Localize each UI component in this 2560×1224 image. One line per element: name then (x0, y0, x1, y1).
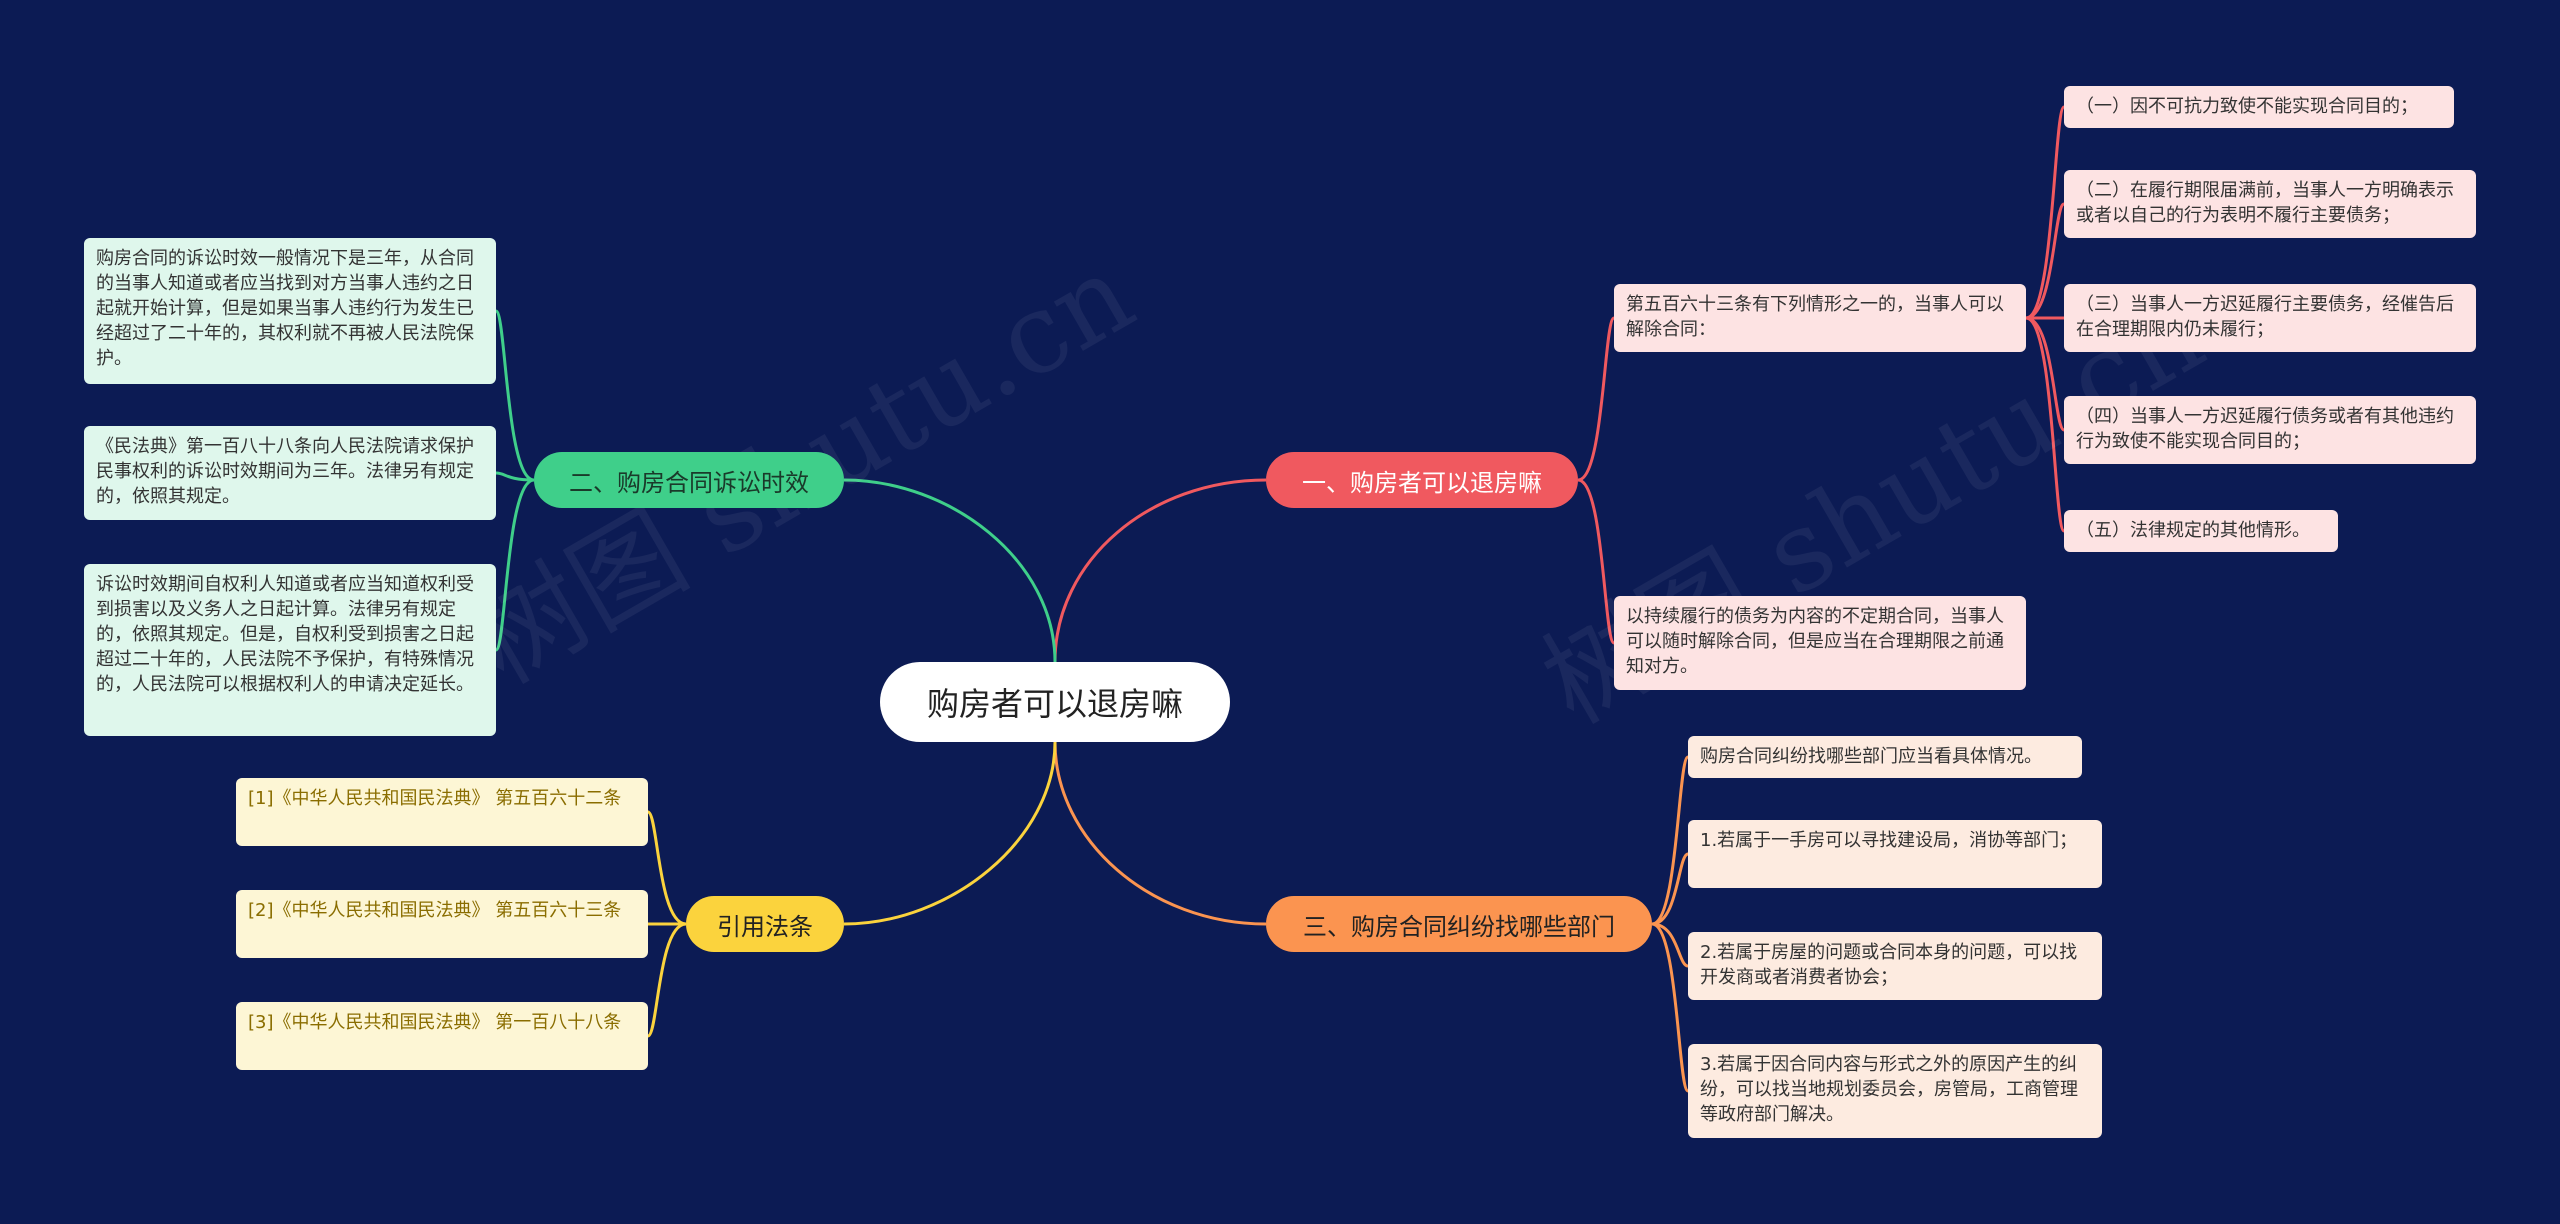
connector-root-branch3 (1053, 741, 1267, 926)
leaf-article-563-item-3[interactable]: （三）当事人一方迟延履行主要债务，经催告后在合理期限内仍未履行； (2064, 284, 2476, 352)
connector-branch1-leaf-1 (1577, 316, 1616, 482)
branch-topic-citations[interactable]: 引用法条 (686, 896, 844, 952)
connector-article563-item-2 (2025, 202, 2066, 320)
connector-article563-item-4 (2025, 316, 2066, 432)
connector-branch1-leaf-2 (1577, 478, 1616, 645)
leaf-article-563-item-1[interactable]: （一）因不可抗力致使不能实现合同目的； (2064, 86, 2454, 128)
branch-topic-departments[interactable]: 三、购房合同纠纷找哪些部门 (1266, 896, 1652, 952)
leaf-department-1[interactable]: 1.若属于一手房可以寻找建设局，消协等部门； (1688, 820, 2102, 888)
connector-branch4-leaf-1 (646, 810, 687, 926)
branch-topic-return-house[interactable]: 一、购房者可以退房嘛 (1266, 452, 1578, 508)
leaf-article-563-item-2[interactable]: （二）在履行期限届满前，当事人一方明确表示或者以自己的行为表明不履行主要债务； (2064, 170, 2476, 238)
connector-branch3-leaf-1 (1651, 755, 1690, 926)
root-topic[interactable]: 购房者可以退房嘛 (880, 662, 1230, 742)
connector-branch2-leaf-2 (495, 471, 535, 482)
leaf-department-3[interactable]: 3.若属于因合同内容与形式之外的原因产生的纠纷，可以找当地规划委员会，房管局，工… (1688, 1044, 2102, 1138)
leaf-limitation-3[interactable]: 诉讼时效期间自权利人知道或者应当知道权利受到损害以及义务人之日起计算。法律另有规… (84, 564, 496, 736)
connector-branch3-leaf-2 (1651, 852, 1689, 926)
connector-article563-item-5 (2025, 316, 2066, 533)
connector-root-branch4 (843, 741, 1057, 926)
leaf-article-563-item-4[interactable]: （四）当事人一方迟延履行债务或者有其他违约行为致使不能实现合同目的； (2064, 396, 2476, 464)
leaf-article-563[interactable]: 第五百六十三条有下列情形之一的，当事人可以解除合同： (1614, 284, 2026, 352)
connector-article563-item-1 (2025, 105, 2066, 320)
leaf-limitation-2[interactable]: 《民法典》第一百八十八条向人民法院请求保护民事权利的诉讼时效期间为三年。法律另有… (84, 426, 496, 520)
connector-root-branch2 (843, 478, 1057, 663)
connector-branch3-leaf-4 (1651, 922, 1690, 1093)
citation-2[interactable]: [2]《中华人民共和国民法典》 第五百六十三条 (236, 890, 648, 958)
citation-3[interactable]: [3]《中华人民共和国民法典》 第一百八十八条 (236, 1002, 648, 1070)
leaf-department-2[interactable]: 2.若属于房屋的问题或合同本身的问题，可以找开发商或者消费者协会； (1688, 932, 2102, 1000)
leaf-department-intro[interactable]: 购房合同纠纷找哪些部门应当看具体情况。 (1688, 736, 2082, 778)
leaf-article-563-item-5[interactable]: （五）法律规定的其他情形。 (2064, 510, 2338, 552)
branch-topic-limitation[interactable]: 二、购房合同诉讼时效 (534, 452, 844, 508)
leaf-indefinite-contract[interactable]: 以持续履行的债务为内容的不定期合同，当事人可以随时解除合同，但是应当在合理期限之… (1614, 596, 2026, 690)
connector-branch2-leaf-1 (494, 309, 535, 482)
connector-branch3-leaf-3 (1651, 922, 1689, 968)
connector-branch4-leaf-3 (646, 922, 687, 1038)
citation-1[interactable]: [1]《中华人民共和国民法典》 第五百六十二条 (236, 778, 648, 846)
connector-branch2-leaf-3 (494, 478, 535, 652)
leaf-limitation-1[interactable]: 购房合同的诉讼时效一般情况下是三年，从合同的当事人知道或者应当找到对方当事人违约… (84, 238, 496, 384)
connector-root-branch1 (1053, 478, 1267, 663)
